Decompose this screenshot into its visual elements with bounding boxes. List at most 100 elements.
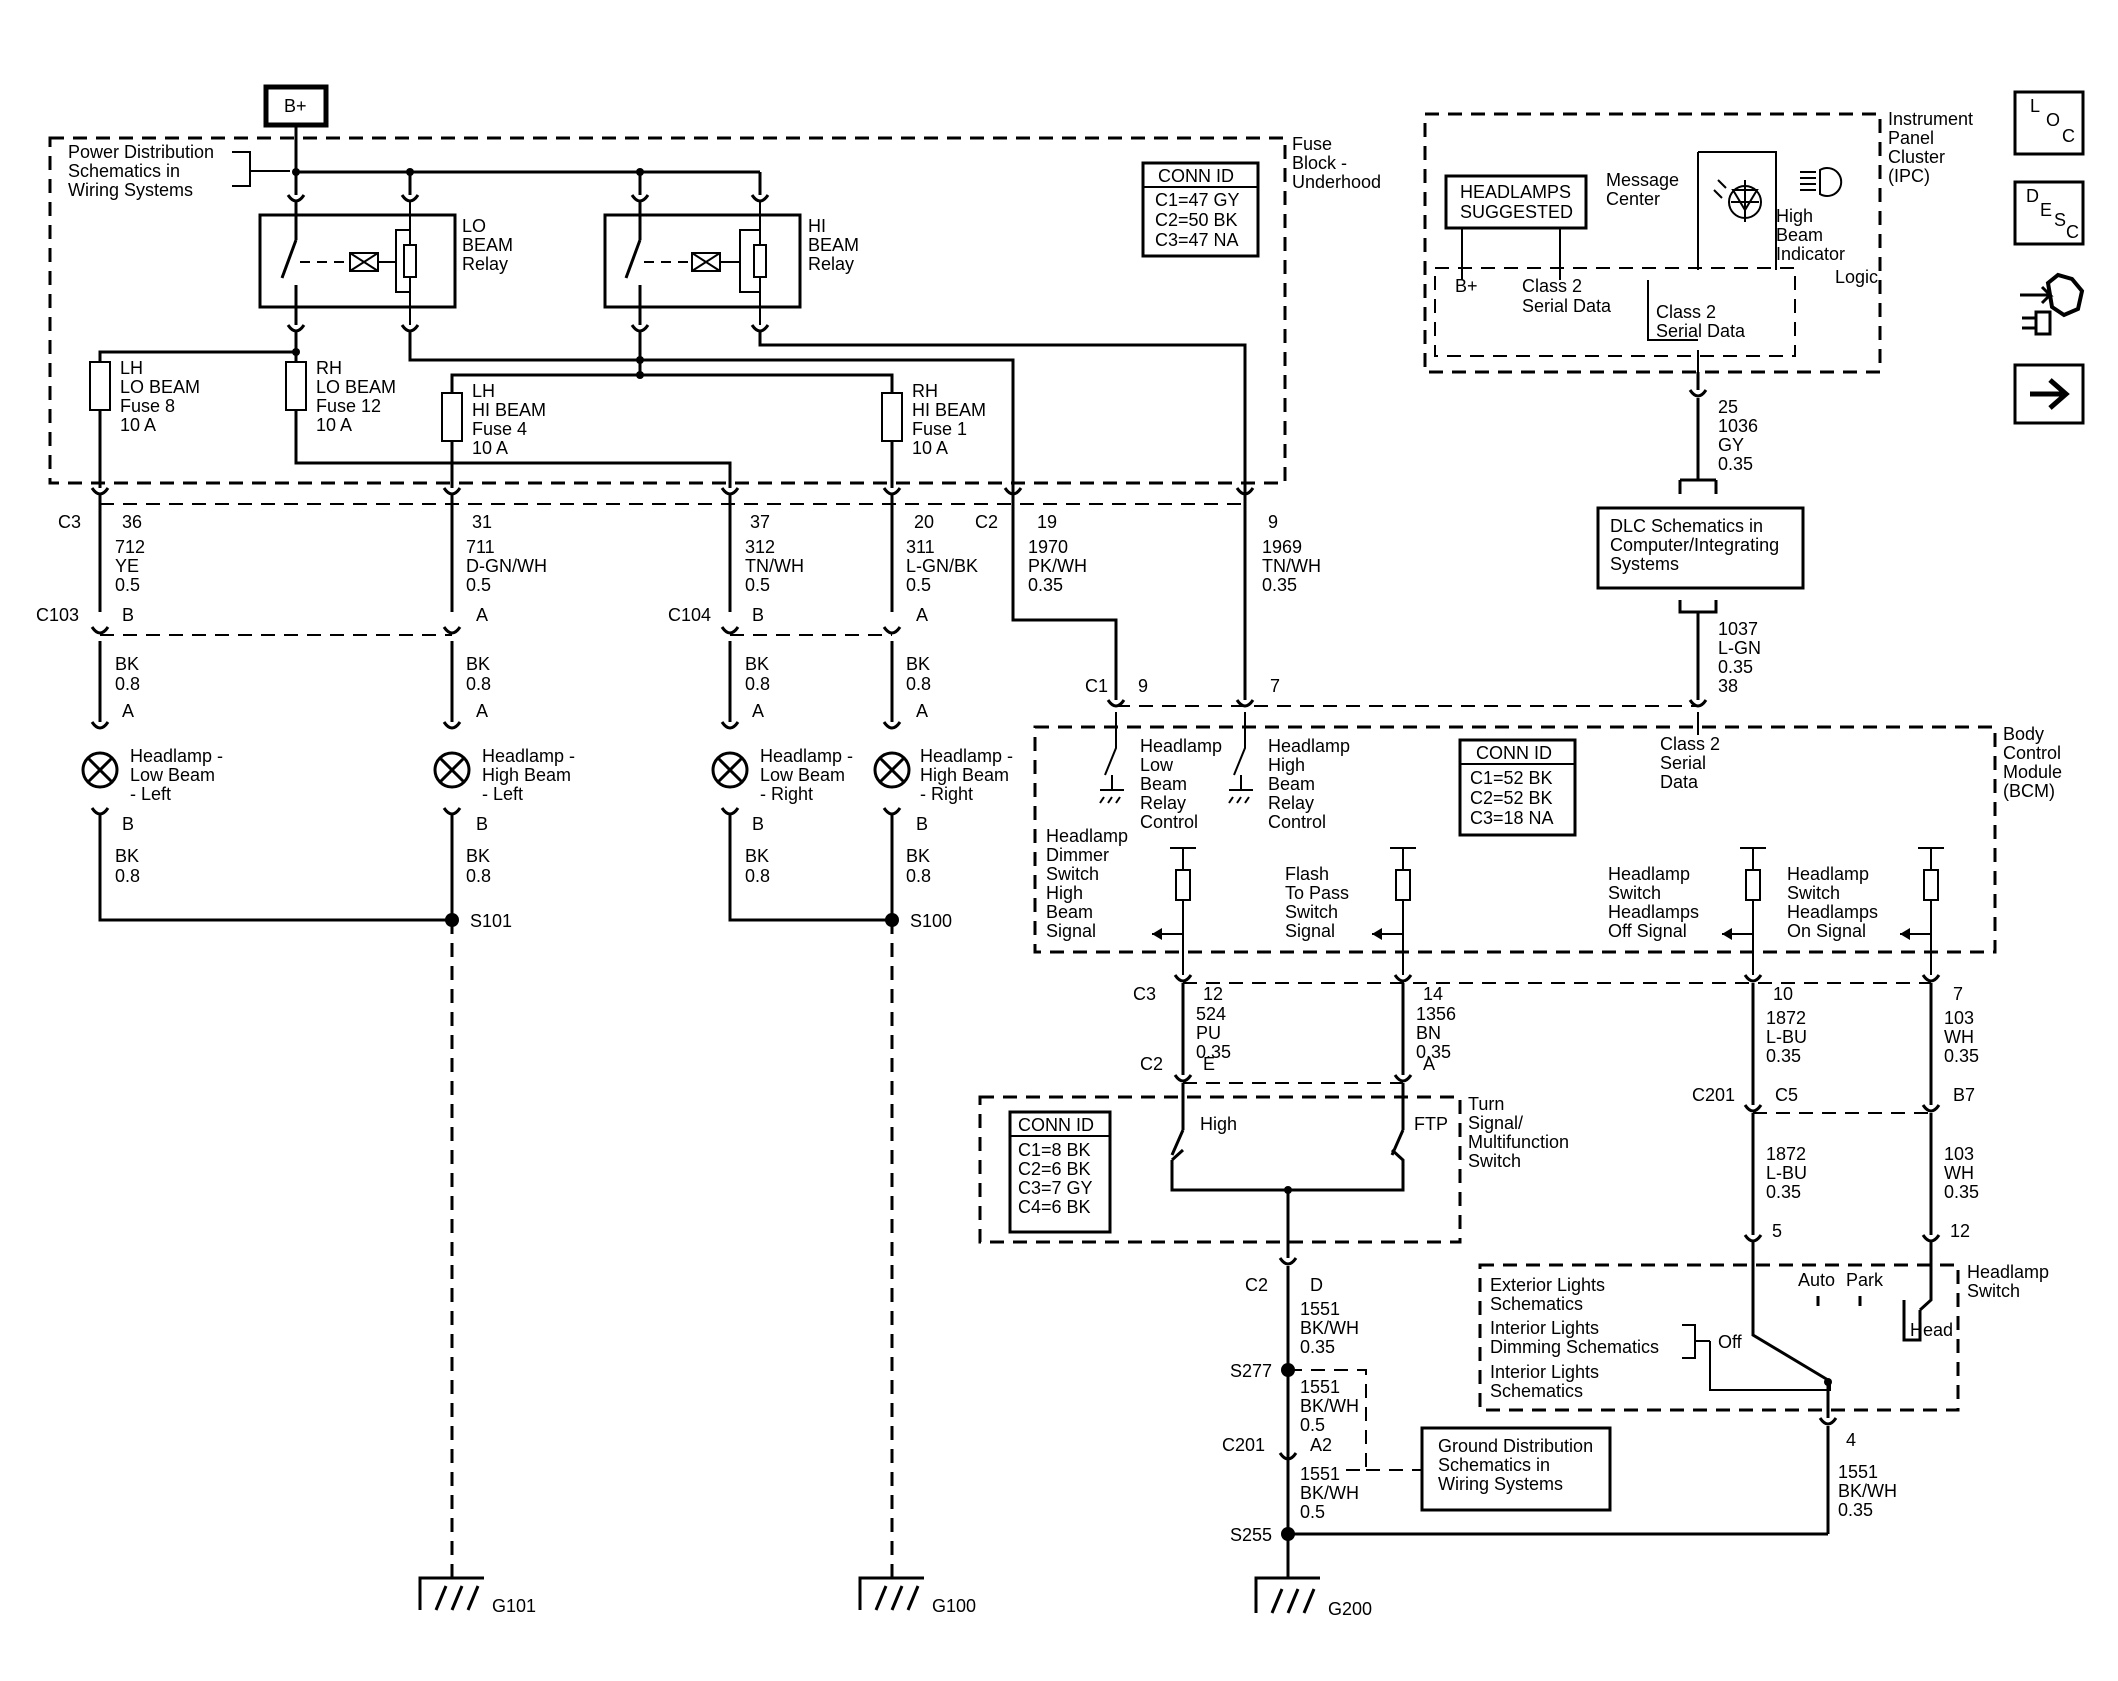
svg-text:LO BEAM: LO BEAM [316,377,396,397]
svg-text:Relay: Relay [808,254,854,274]
svg-text:0.8: 0.8 [115,674,140,694]
svg-text:BK: BK [466,654,490,674]
svg-text:C1=47 GY: C1=47 GY [1155,190,1240,210]
svg-text:D: D [1310,1275,1323,1295]
svg-text:WH: WH [1944,1163,1974,1183]
svg-text:Multifunction: Multifunction [1468,1132,1569,1152]
svg-text:C3=18 NA: C3=18 NA [1470,808,1554,828]
fuse-block-label-1: Fuse [1292,134,1332,154]
svg-text:0.35: 0.35 [1300,1337,1335,1357]
svg-text:High: High [1268,755,1305,775]
svg-text:HI: HI [808,216,826,236]
svg-text:- Left: - Left [130,784,171,804]
svg-text:1969: 1969 [1262,537,1302,557]
ground-g100: G100 [858,1576,976,1616]
svg-text:10: 10 [1773,984,1793,1004]
svg-text:HI BEAM: HI BEAM [912,400,986,420]
svg-text:BK/WH: BK/WH [1300,1318,1359,1338]
svg-text:L-BU: L-BU [1766,1027,1807,1047]
svg-text:Wiring Systems: Wiring Systems [1438,1474,1563,1494]
svg-text:SUGGESTED: SUGGESTED [1460,202,1573,222]
svg-text:Panel: Panel [1888,128,1934,148]
nav-description-button[interactable]: D E S C [2013,180,2085,246]
svg-text:BK/WH: BK/WH [1300,1396,1359,1416]
svg-text:B+: B+ [1455,276,1478,296]
svg-text:High: High [1046,883,1083,903]
svg-text:Relay: Relay [1140,793,1186,813]
svg-text:12: 12 [1950,1221,1970,1241]
svg-text:31: 31 [472,512,492,532]
svg-text:Switch: Switch [1787,883,1840,903]
svg-text:Instrument: Instrument [1888,109,1973,129]
svg-text:0.35: 0.35 [1944,1182,1979,1202]
svg-text:0.8: 0.8 [115,866,140,886]
svg-text:Headlamp: Headlamp [1608,864,1690,884]
svg-text:524: 524 [1196,1004,1226,1024]
svg-text:BK: BK [745,654,769,674]
svg-text:Headlamp -: Headlamp - [920,746,1013,766]
svg-text:0.8: 0.8 [466,674,491,694]
fuse-block-conn-id: CONN ID C1=47 GY C2=50 BK C3=47 NA [1141,161,1260,258]
svg-text:G101: G101 [492,1596,536,1616]
instrument-panel-cluster: Instrument Panel Cluster (IPC) HEADLAMPS… [1423,109,1973,374]
svg-text:Serial Data: Serial Data [1522,296,1612,316]
headlamp-low-beam-left: A B Headlamp - Low Beam - Left [81,701,223,834]
svg-text:A: A [1423,1054,1435,1074]
svg-text:Serial Data: Serial Data [1656,321,1746,341]
svg-text:Turn: Turn [1468,1094,1504,1114]
nav-next-button[interactable] [2013,363,2085,425]
svg-text:37: 37 [750,512,770,532]
fuse-lh-hi-beam: LH HI BEAM Fuse 4 10 A [441,381,546,488]
svg-text:To Pass: To Pass [1285,883,1349,903]
ground-path-g200: 1551 BK/WH 0.35 S277 1551 BK/WH 0.5 C201… [1222,1266,1828,1578]
svg-text:Low Beam: Low Beam [760,765,845,785]
svg-text:C: C [2062,126,2075,146]
fuse-block-label-3: Underhood [1292,172,1381,192]
svg-text:HI BEAM: HI BEAM [472,400,546,420]
svg-text:311: 311 [906,537,935,557]
svg-text:C1: C1 [1085,676,1108,696]
svg-text:103: 103 [1944,1008,1974,1028]
svg-text:(BCM): (BCM) [2003,781,2055,801]
svg-text:Switch: Switch [1967,1281,2020,1301]
headlamp-switch: Headlamp Switch Exterior Lights Schemati… [1478,1241,2049,1534]
svg-text:BK: BK [906,846,930,866]
svg-text:Signal: Signal [1046,921,1096,941]
svg-text:Switch: Switch [1608,883,1661,903]
svg-text:0.5: 0.5 [466,575,491,595]
svg-text:1551: 1551 [1300,1299,1340,1319]
svg-text:Schematics: Schematics [1490,1294,1583,1314]
svg-text:0.35: 0.35 [1944,1046,1979,1066]
svg-text:0.8: 0.8 [466,866,491,886]
svg-text:High: High [1776,206,1813,226]
svg-text:Dimmer: Dimmer [1046,845,1109,865]
svg-text:Beam: Beam [1268,774,1315,794]
svg-text:Low Beam: Low Beam [130,765,215,785]
svg-text:Fuse 4: Fuse 4 [472,419,527,439]
svg-text:Headlamp -: Headlamp - [482,746,575,766]
svg-text:CONN ID: CONN ID [1158,166,1234,186]
svg-text:Fuse 1: Fuse 1 [912,419,967,439]
svg-text:Headlamp: Headlamp [1268,736,1350,756]
svg-text:(IPC): (IPC) [1888,166,1930,186]
svg-text:RH: RH [316,358,342,378]
lo-beam-relay: LO BEAM Relay [258,194,513,333]
svg-text:12: 12 [1203,984,1223,1004]
svg-text:C2: C2 [1140,1054,1163,1074]
svg-text:Headlamps: Headlamps [1608,902,1699,922]
nav-location-button[interactable]: L O C [2013,90,2085,156]
svg-text:A: A [752,701,764,721]
svg-text:5: 5 [1772,1221,1782,1241]
svg-text:High: High [1200,1114,1237,1134]
fuse-block-underhood: Fuse Block - Underhood CONN ID C1=47 GY … [48,134,1381,485]
nav-connector-tools-icon[interactable] [2020,272,2085,336]
svg-text:Data: Data [1660,772,1699,792]
svg-text:C201: C201 [1692,1085,1735,1105]
svg-text:S101: S101 [470,911,512,931]
svg-text:FTP: FTP [1414,1114,1448,1134]
svg-text:D: D [2026,186,2039,206]
svg-text:1872: 1872 [1766,1144,1806,1164]
svg-text:YE: YE [115,556,139,576]
svg-text:Control: Control [1268,812,1326,832]
svg-text:0.8: 0.8 [906,866,931,886]
